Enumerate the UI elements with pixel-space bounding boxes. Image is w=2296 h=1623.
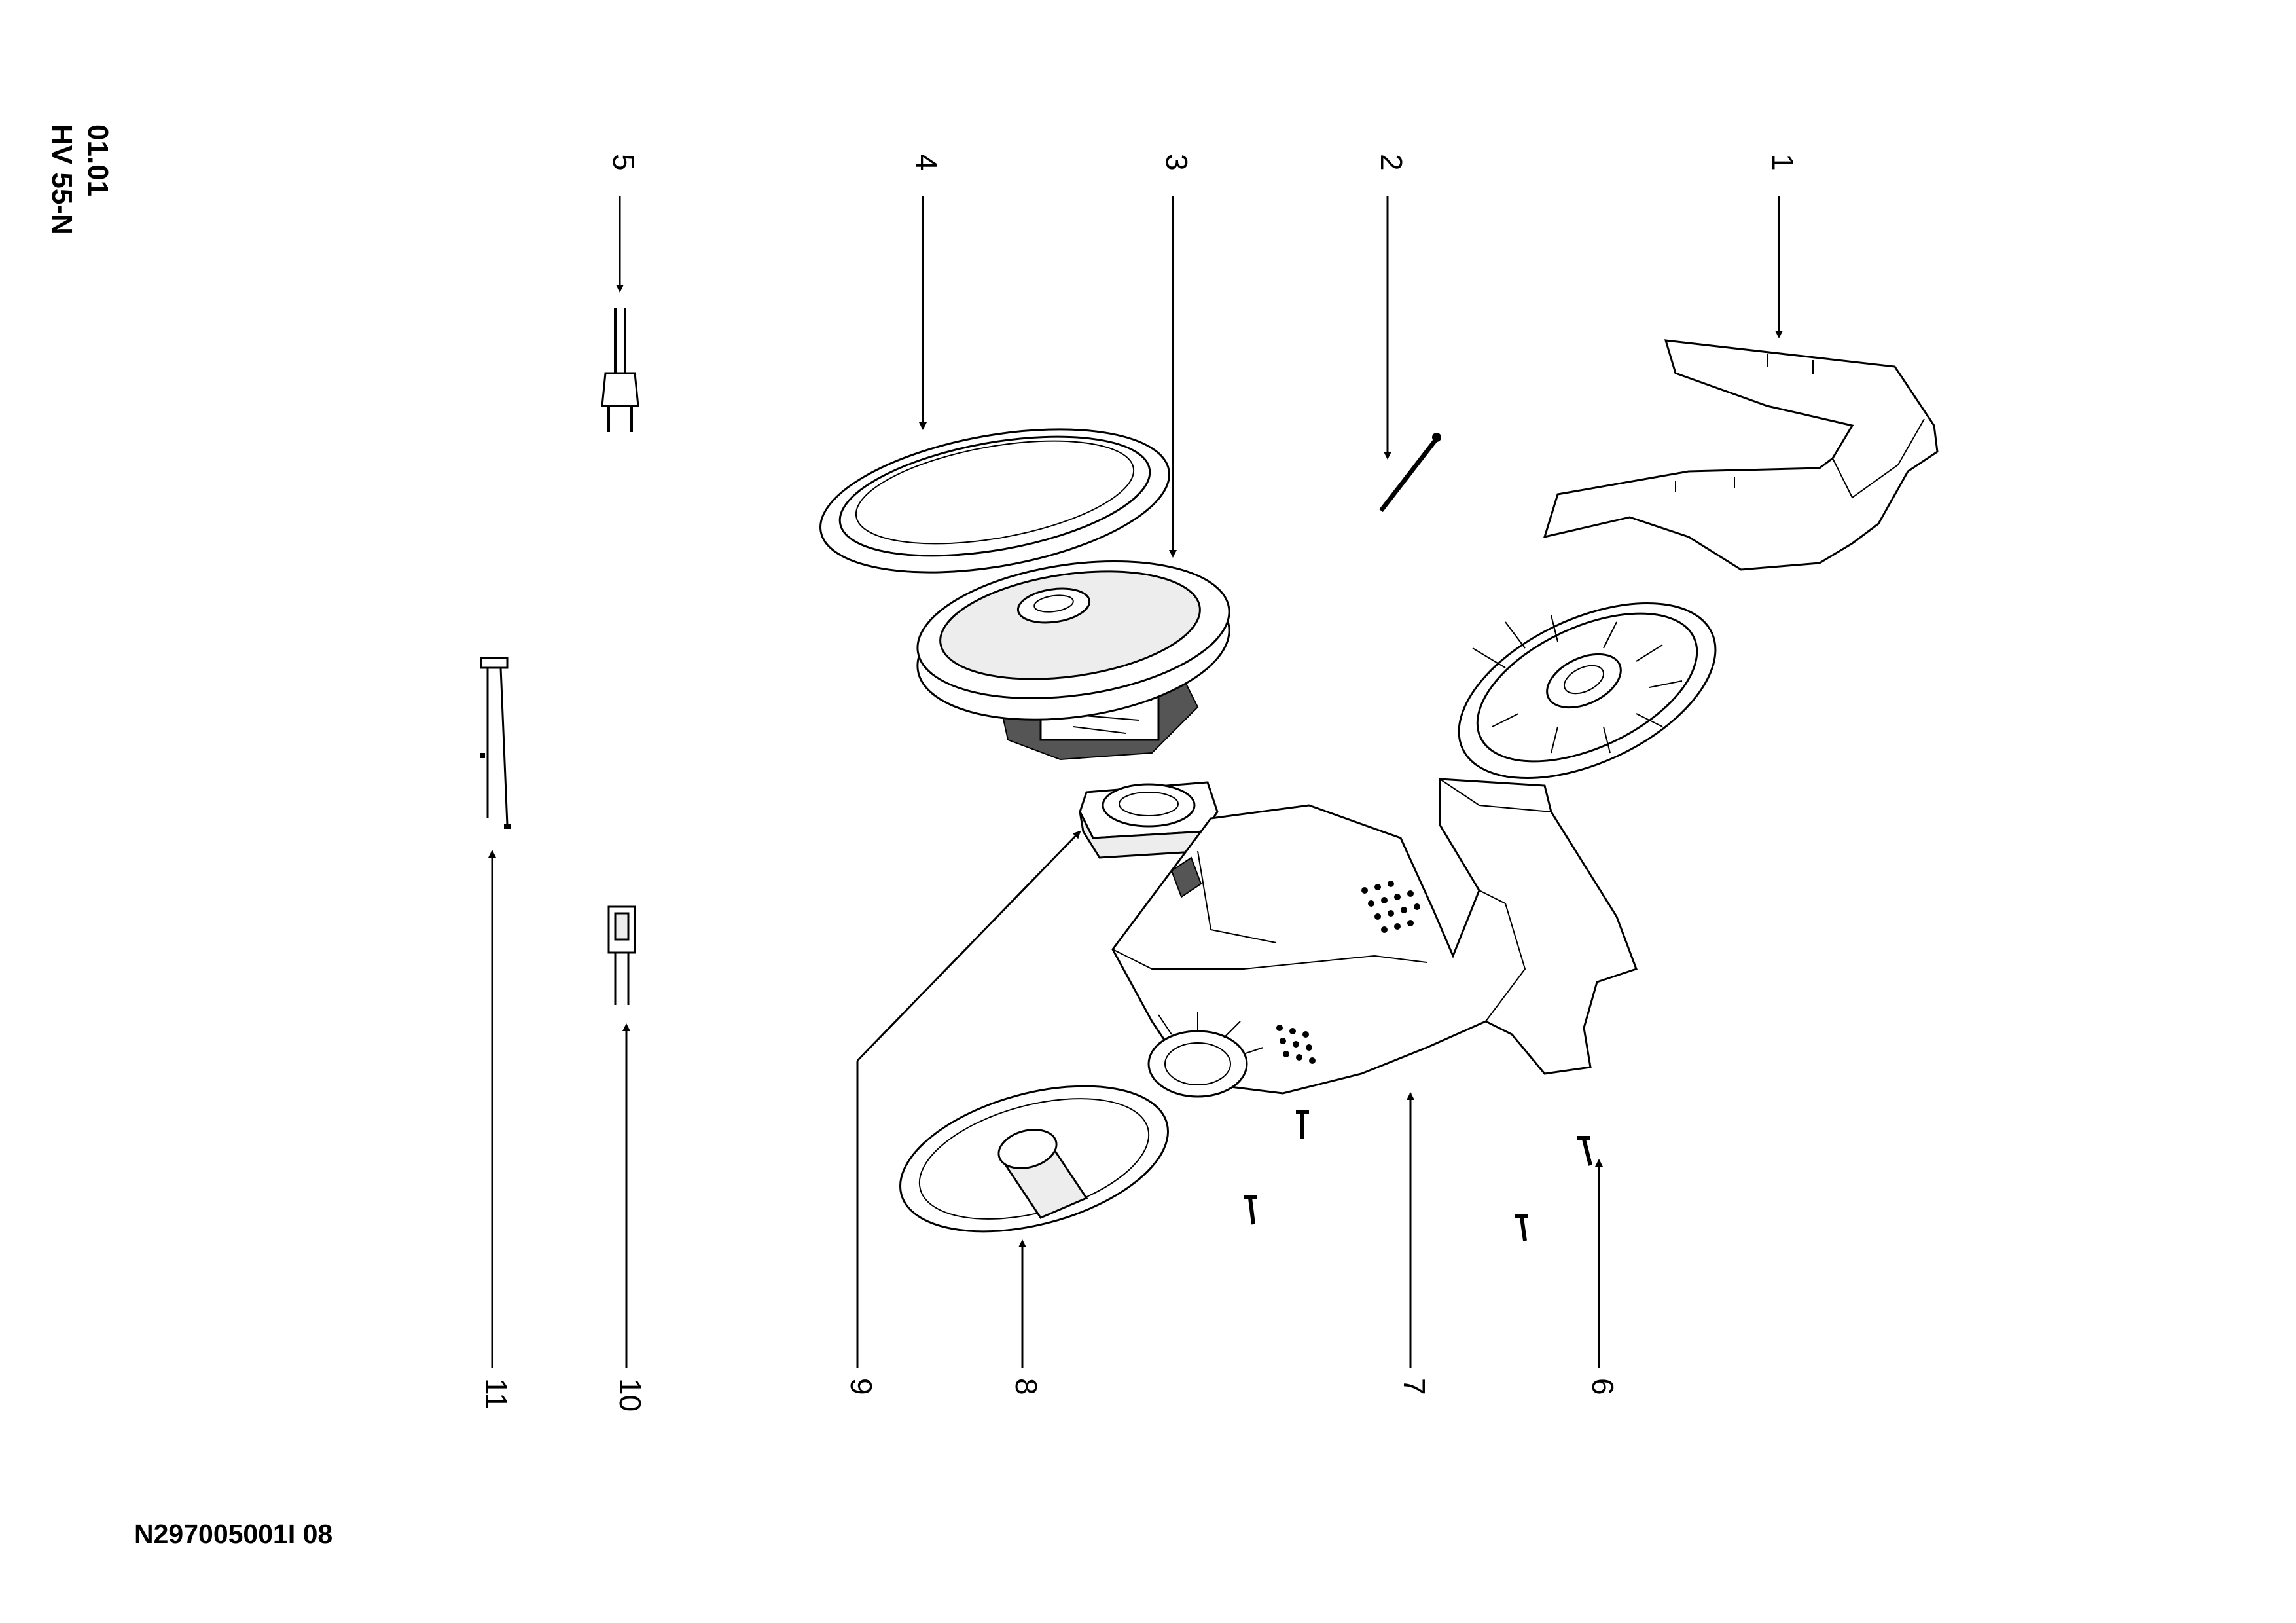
callout-number-11: 11 [479, 1378, 513, 1410]
header-model: HV 55-N [46, 124, 78, 235]
callout-number-7: 7 [1397, 1378, 1431, 1395]
callout-number-3: 3 [1160, 154, 1194, 171]
part-1-cover-insert [1543, 339, 1939, 571]
callout-number-1: 1 [1766, 154, 1800, 171]
header-version: 01.01 [82, 124, 114, 196]
callout-number-9: 9 [844, 1378, 878, 1395]
callout-number-4: 4 [910, 154, 944, 171]
callout-number-5: 5 [607, 154, 641, 171]
part-8-wheel-cap [899, 1085, 1169, 1233]
callout-number-2: 2 [1374, 154, 1408, 171]
part-9-motor-seat [1079, 781, 1219, 859]
part-3-motor [916, 560, 1230, 761]
part-4-gasket-ring [819, 428, 1170, 574]
part-6-screws [1244, 1110, 1592, 1241]
part-5-power-plug [601, 308, 639, 432]
callout-number-10: 10 [613, 1378, 647, 1412]
callout-number-8: 8 [1009, 1378, 1043, 1395]
leader-lines [488, 196, 1783, 1368]
part-11-cable [480, 657, 511, 829]
part-7-housing [1111, 778, 1638, 1098]
callout-number-6: 6 [1586, 1378, 1620, 1395]
document-code: N297005001I 08 [134, 1519, 333, 1549]
part-10-switch [607, 905, 636, 1005]
part-2-cable-tie [1379, 433, 1441, 513]
part-rear-fan-wheel [1458, 602, 1717, 779]
